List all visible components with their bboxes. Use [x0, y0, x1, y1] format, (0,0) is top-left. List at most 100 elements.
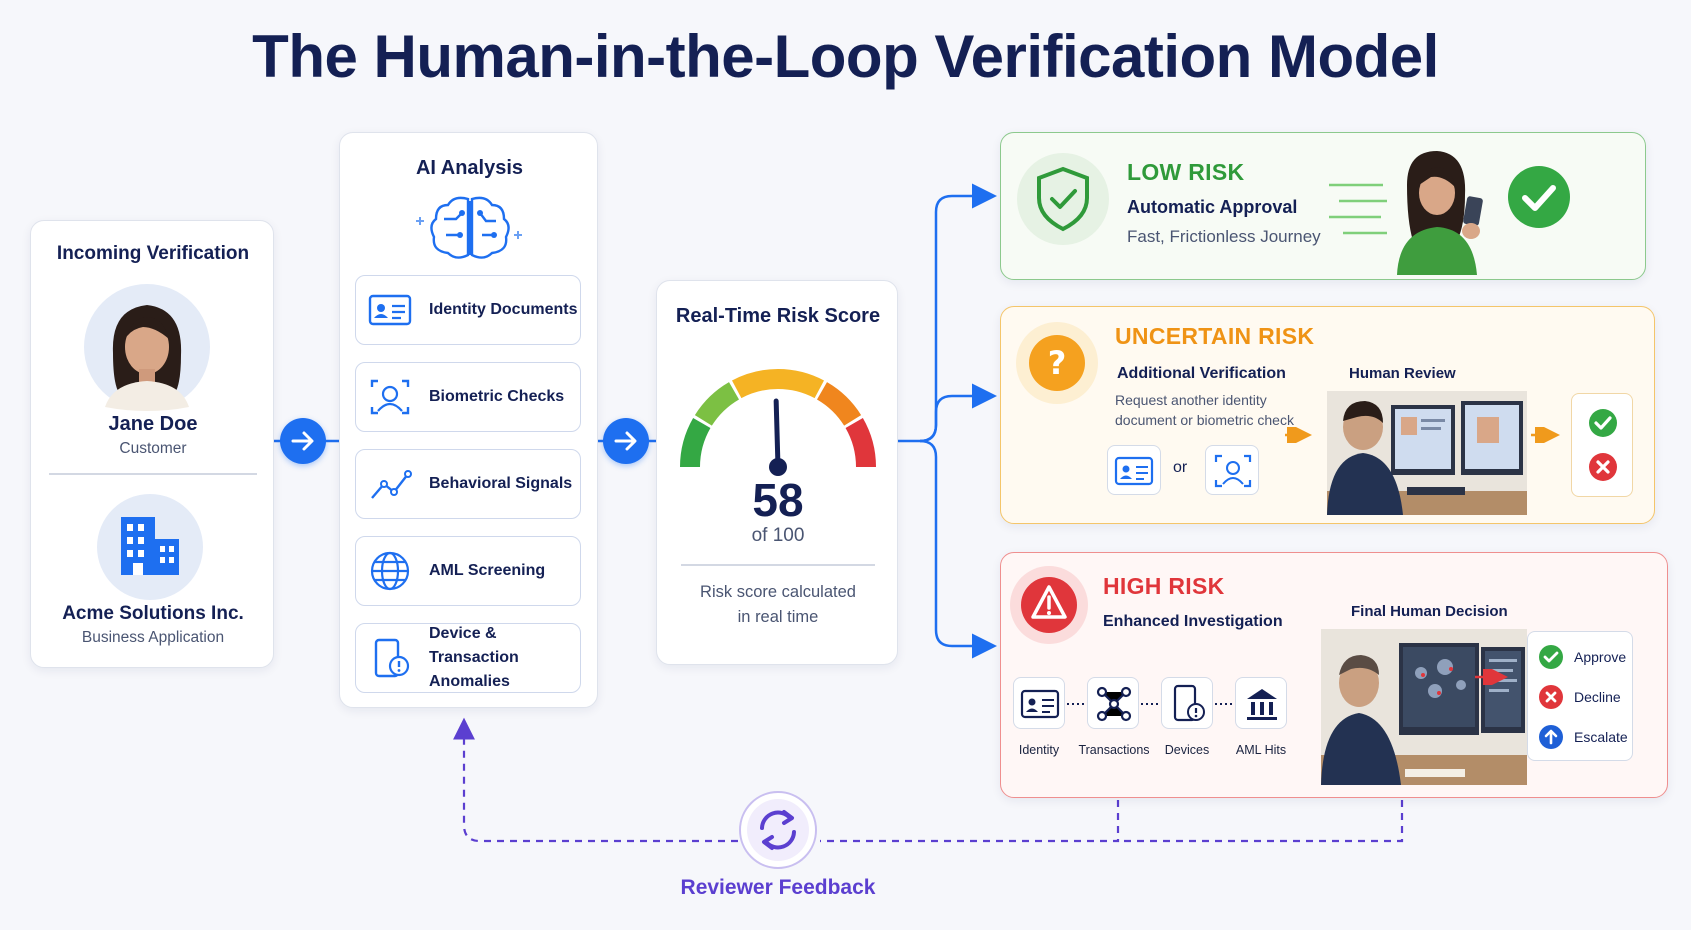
decision-label: Approve — [1574, 649, 1627, 665]
gauge-segment — [845, 418, 876, 468]
score-caption-2: in real time — [737, 608, 819, 626]
decision-escalate[interactable]: Escalate — [1538, 722, 1628, 752]
check-aml-hits — [1235, 677, 1287, 729]
customer-name: Jane Doe — [108, 413, 198, 435]
decline-x-icon — [1539, 685, 1563, 709]
decision-options: Approve Decline Escalate — [1527, 631, 1633, 761]
trend-line-icon — [371, 470, 412, 499]
feedback-label: Reviewer Feedback — [680, 876, 876, 899]
check-label: Identity — [1018, 743, 1060, 757]
final-decision-label: Final Human Decision — [1351, 603, 1508, 620]
gauge-needle — [773, 398, 781, 470]
globe-icon — [370, 551, 410, 591]
feedback-from-high — [1118, 800, 1404, 843]
gauge-segment — [680, 418, 711, 468]
warning-icon — [1010, 566, 1088, 644]
customer-role: Customer — [119, 440, 187, 457]
network-icon — [1096, 686, 1132, 722]
arrow-right-icon — [1531, 427, 1560, 443]
happy-user-illustration — [1329, 151, 1483, 275]
uncertain-description-2: document or biometric check — [1115, 412, 1294, 428]
arrow-right-icon — [291, 431, 314, 451]
building-icon — [97, 494, 203, 600]
check-identity — [1013, 677, 1065, 729]
uncertain-id-option — [1107, 445, 1161, 495]
org-role: Business Application — [81, 629, 225, 646]
high-risk-title: HIGH RISK — [1103, 573, 1225, 599]
score-value: 58 — [752, 474, 804, 526]
arrow-right-icon — [1285, 427, 1312, 443]
uncertain-biometric-option — [1205, 445, 1259, 495]
or-label: or — [1173, 459, 1188, 476]
face-scan-icon — [1214, 454, 1252, 488]
high-risk-subtitle: Enhanced Investigation — [1103, 613, 1283, 630]
low-risk-subtitle: Automatic Approval — [1127, 197, 1298, 217]
ai-heading: AI Analysis — [415, 157, 524, 179]
arrow-button-2 — [603, 418, 649, 464]
uncertain-description-1: Request another identity — [1115, 392, 1267, 408]
page-title: The Human-in-the-Loop Verification Model — [252, 23, 1439, 90]
low-risk-description: Fast, Frictionless Journey — [1127, 227, 1321, 246]
gauge-segment — [816, 382, 862, 426]
score-out-of: of 100 — [751, 525, 805, 546]
branch-low — [898, 183, 997, 443]
approved-check-icon — [1508, 166, 1570, 228]
decision-label: Escalate — [1574, 729, 1628, 745]
gauge-segment — [731, 369, 825, 399]
branch-uncertain — [919, 383, 997, 443]
uncertain-risk-card: ? UNCERTAIN RISK Additional Verification… — [1000, 306, 1655, 524]
ai-item-label: Behavioral Signals — [429, 475, 573, 492]
device-alert-icon — [374, 638, 410, 678]
ai-item-label: Biometric Checks — [429, 388, 565, 405]
decline-x-icon — [1589, 453, 1617, 481]
incoming-verification-card: Incoming Verification Jane Doe Customer … — [30, 220, 274, 668]
feedback-cycle-icon — [739, 791, 817, 869]
svg-text:?: ? — [1048, 344, 1067, 382]
uncertain-subtitle: Additional Verification — [1117, 365, 1286, 382]
shield-check-icon — [1017, 153, 1109, 245]
id-card-icon — [1020, 689, 1060, 719]
review-outcome-box — [1571, 393, 1633, 497]
arrow-right-icon — [1475, 669, 1508, 685]
check-label: Transactions — [1078, 743, 1150, 757]
ai-item-label: AML Screening — [429, 562, 546, 579]
check-label: AML Hits — [1235, 743, 1287, 757]
arrow-button-1 — [280, 418, 326, 464]
uncertain-risk-title: UNCERTAIN RISK — [1115, 323, 1315, 349]
low-risk-card: LOW RISK Automatic Approval Fast, Fricti… — [1000, 132, 1646, 280]
decision-label: Decline — [1574, 689, 1621, 705]
id-card-icon — [1114, 456, 1154, 486]
incoming-heading: Incoming Verification — [56, 243, 250, 264]
check-label: Devices — [1164, 743, 1210, 757]
human-review-label: Human Review — [1349, 365, 1456, 382]
divider — [681, 564, 875, 566]
ai-item-biometric-checks: Biometric Checks — [355, 362, 581, 432]
feedback-from-uncertain — [820, 800, 1120, 843]
ai-item-label: Device & Transaction Anomalies — [429, 625, 519, 690]
gauge-hub — [769, 458, 787, 476]
divider — [49, 473, 257, 475]
low-risk-title: LOW RISK — [1127, 159, 1245, 185]
ai-analysis-card: AI Analysis Identity Documents Biometric… — [339, 132, 598, 708]
check-transactions — [1087, 677, 1139, 729]
brain-icon — [416, 196, 522, 259]
arrow-right-icon — [614, 431, 637, 451]
risk-gauge — [680, 369, 876, 476]
high-risk-card: HIGH RISK Enhanced Investigation Identit… — [1000, 552, 1668, 798]
decision-approve[interactable]: Approve — [1538, 642, 1626, 672]
customer-avatar — [84, 284, 210, 411]
risk-score-card: Real-Time Risk Score 58 of 100 Risk scor… — [656, 280, 898, 665]
check-devices — [1161, 677, 1213, 729]
approve-check-icon — [1589, 409, 1617, 437]
score-heading: Real-Time Risk Score — [675, 305, 881, 327]
ai-item-aml-screening: AML Screening — [355, 536, 581, 606]
ai-item-device-transaction-anomalies: Device & Transaction Anomalies — [355, 623, 581, 693]
device-alert-icon — [1173, 684, 1205, 722]
ai-item-label: Identity Documents — [429, 301, 578, 318]
branch-high — [919, 439, 997, 659]
id-card-icon — [368, 294, 412, 326]
human-review-illustration — [1327, 391, 1527, 515]
decision-decline[interactable]: Decline — [1538, 682, 1621, 712]
bank-icon — [1247, 689, 1277, 720]
final-decision-illustration — [1321, 629, 1527, 785]
